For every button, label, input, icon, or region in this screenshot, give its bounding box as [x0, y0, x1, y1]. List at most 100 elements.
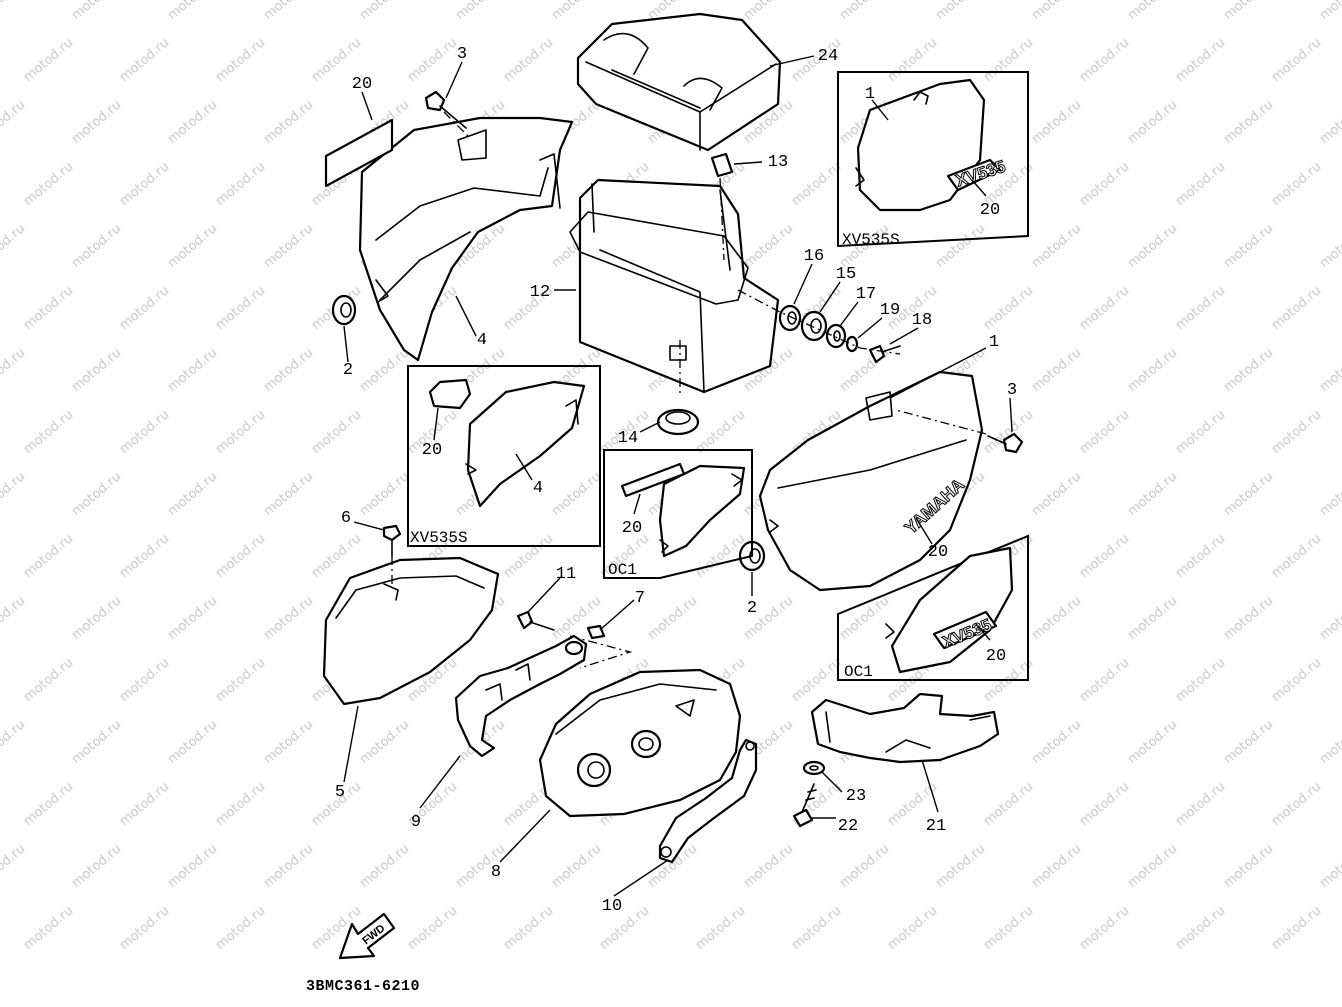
watermark-text: motod.ru: [1317, 221, 1342, 271]
callout-4-main: 4: [477, 331, 487, 350]
part-14-grommet: [656, 408, 700, 436]
watermark-text: motod.ru: [1269, 35, 1324, 85]
watermark-text: motod.ru: [0, 593, 28, 643]
watermark-text: motod.ru: [21, 531, 76, 581]
watermark-text: motod.ru: [405, 35, 460, 85]
watermark-text: motod.ru: [357, 0, 412, 23]
watermark-text: motod.ru: [405, 903, 460, 953]
watermark-text: motod.ru: [1029, 469, 1084, 519]
watermark-text: motod.ru: [1173, 35, 1228, 85]
watermark-text: motod.ru: [789, 655, 844, 705]
watermark-text: motod.ru: [885, 903, 940, 953]
part-3-bolt-top: [424, 90, 471, 139]
part-2-grommet-left: [331, 294, 357, 326]
watermark-text: motod.ru: [117, 779, 172, 829]
watermark-text: motod.ru: [1317, 97, 1342, 147]
watermark-text: motod.ru: [0, 345, 28, 395]
watermark-text: motod.ru: [1029, 0, 1084, 23]
watermark-text: motod.ru: [1269, 531, 1324, 581]
watermark-text: motod.ru: [549, 841, 604, 891]
watermark-text: motod.ru: [1317, 593, 1342, 643]
callout-21: 21: [926, 817, 946, 836]
watermark-text: motod.ru: [1221, 593, 1276, 643]
watermark-text: motod.ru: [21, 407, 76, 457]
callout-5: 5: [335, 783, 345, 802]
watermark-text: motod.ru: [357, 841, 412, 891]
part-4-left-side-cover: [358, 116, 574, 362]
callout-20-inset-mid: 20: [622, 519, 642, 538]
watermark-text: motod.ru: [0, 221, 28, 271]
watermark-text: motod.ru: [1077, 655, 1132, 705]
part-6-screw: [382, 524, 402, 588]
watermark-text: motod.ru: [501, 903, 556, 953]
watermark-text: motod.ru: [741, 0, 796, 23]
watermark-text: motod.ru: [261, 841, 316, 891]
part-23-washer: [802, 760, 826, 776]
watermark-text: motod.ru: [213, 903, 268, 953]
watermark-text: motod.ru: [789, 903, 844, 953]
watermark-text: motod.ru: [213, 531, 268, 581]
watermark-text: motod.ru: [21, 159, 76, 209]
watermark-text: motod.ru: [1269, 407, 1324, 457]
callout-7: 7: [635, 589, 645, 608]
watermark-text: motod.ru: [1269, 655, 1324, 705]
part-20-decal-left: [324, 118, 394, 188]
callout-8: 8: [491, 863, 501, 882]
callout-20-inset-left: 20: [422, 441, 442, 460]
watermark-text: motod.ru: [501, 35, 556, 85]
watermark-text: motod.ru: [357, 469, 412, 519]
watermark-text: motod.ru: [261, 345, 316, 395]
watermark-text: motod.ru: [1221, 469, 1276, 519]
watermark-text: motod.ru: [981, 779, 1036, 829]
watermark-text: motod.ru: [1125, 469, 1180, 519]
watermark-text: motod.ru: [261, 593, 316, 643]
callout-12: 12: [530, 283, 550, 302]
watermark-text: motod.ru: [1029, 593, 1084, 643]
callout-23: 23: [846, 787, 866, 806]
callout-1-inset: 1: [865, 85, 875, 104]
watermark-text: motod.ru: [21, 655, 76, 705]
watermark-text: motod.ru: [1269, 159, 1324, 209]
watermark-text: motod.ru: [0, 97, 28, 147]
watermark-text: motod.ru: [165, 345, 220, 395]
watermark-text: motod.ru: [213, 779, 268, 829]
watermark-text: motod.ru: [21, 283, 76, 333]
watermark-text: motod.ru: [1317, 469, 1342, 519]
watermark-text: motod.ru: [165, 841, 220, 891]
watermark-text: motod.ru: [1173, 159, 1228, 209]
watermark-text: motod.ru: [1077, 159, 1132, 209]
callout-24: 24: [818, 47, 838, 66]
callout-20-left: 20: [352, 75, 372, 94]
watermark-text: motod.ru: [741, 221, 796, 271]
callout-9: 9: [411, 813, 421, 832]
part-24-battery-box-cover: [576, 12, 782, 152]
watermark-text: motod.ru: [117, 35, 172, 85]
watermark-text: motod.ru: [165, 593, 220, 643]
watermark-text: motod.ru: [21, 903, 76, 953]
watermark-text: motod.ru: [261, 0, 316, 23]
watermark-text: motod.ru: [1269, 779, 1324, 829]
watermark-text: motod.ru: [117, 407, 172, 457]
watermark-text: motod.ru: [1317, 345, 1342, 395]
watermark-text: motod.ru: [1173, 407, 1228, 457]
callout-3-right: 3: [1007, 381, 1017, 400]
watermark-text: motod.ru: [213, 35, 268, 85]
callout-2-mid: 2: [747, 599, 757, 618]
watermark-text: motod.ru: [1077, 407, 1132, 457]
watermark-text: motod.ru: [933, 841, 988, 891]
watermark-text: motod.ru: [117, 655, 172, 705]
part-8-tool-box-cover: [538, 668, 742, 818]
callout-18: 18: [912, 311, 932, 330]
watermark-text: motod.ru: [981, 903, 1036, 953]
callout-4-inset: 4: [533, 479, 543, 498]
watermark-text: motod.ru: [1077, 903, 1132, 953]
watermark-text: motod.ru: [1077, 779, 1132, 829]
callout-6: 6: [341, 509, 351, 528]
watermark-text: motod.ru: [1221, 221, 1276, 271]
watermark-text: motod.ru: [1173, 531, 1228, 581]
watermark-text: motod.ru: [309, 531, 364, 581]
callout-3-top: 3: [457, 45, 467, 64]
inset-label-xv535s-top: XV535S: [842, 231, 900, 249]
watermark-text: motod.ru: [693, 903, 748, 953]
part-3-bolt-right: [895, 409, 1024, 454]
